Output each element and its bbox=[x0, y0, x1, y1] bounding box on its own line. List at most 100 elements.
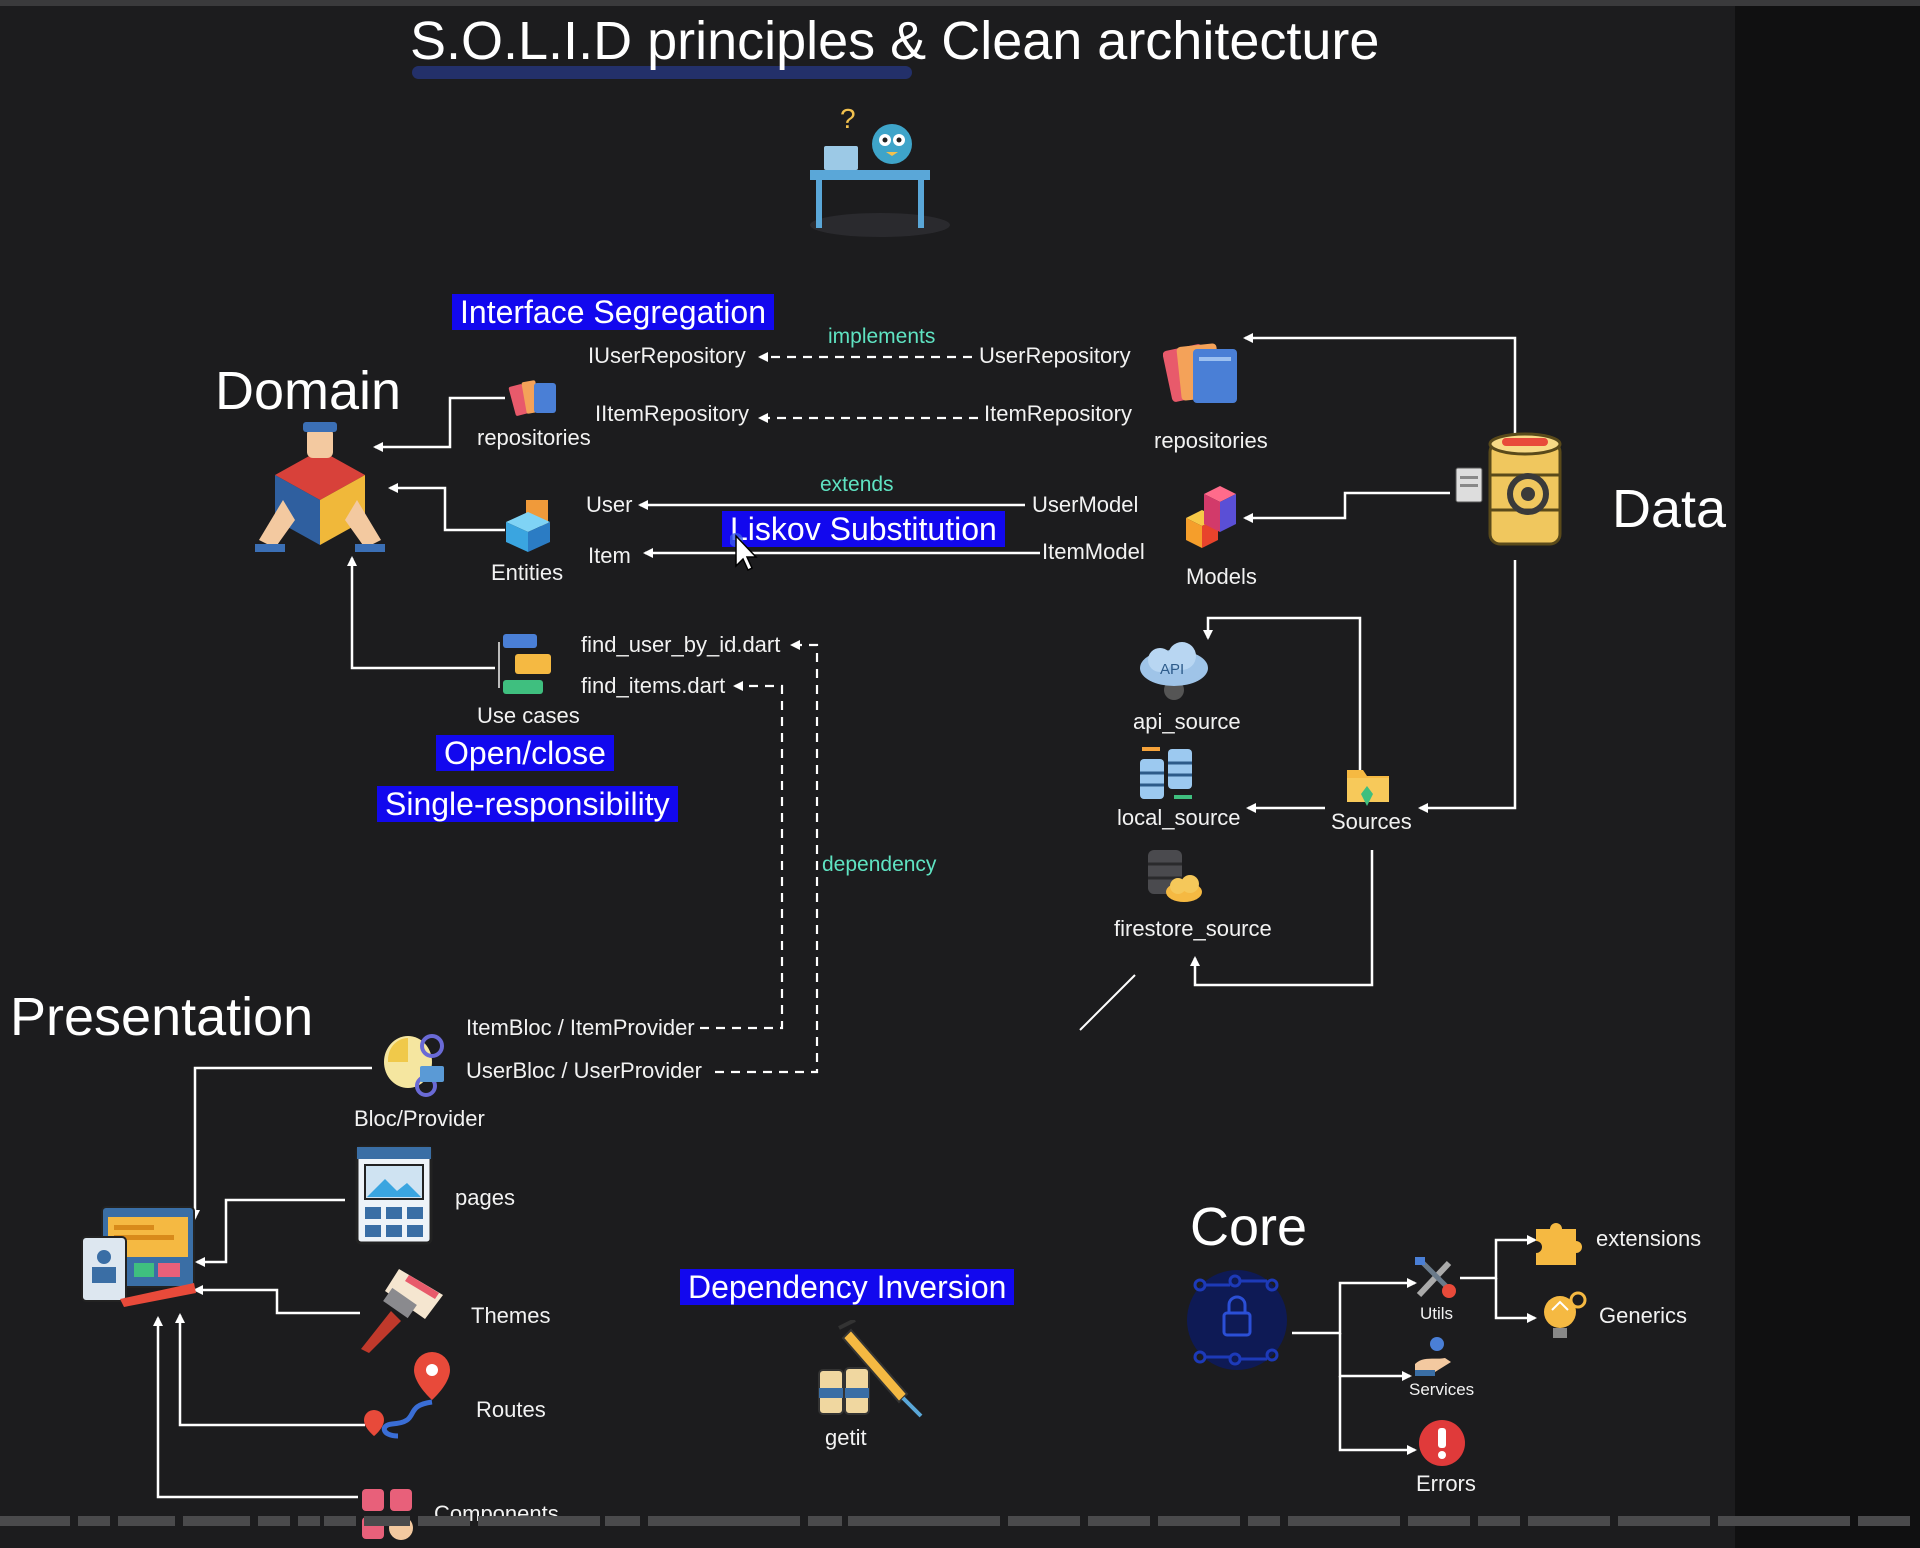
progress-segment[interactable] bbox=[648, 1516, 800, 1526]
progress-segment[interactable] bbox=[183, 1516, 250, 1526]
routes-pin-icon bbox=[364, 1352, 450, 1439]
user-model-label: UserModel bbox=[1032, 492, 1139, 517]
stray-stroke bbox=[1079, 974, 1136, 1031]
sources-label: Sources bbox=[1331, 809, 1412, 834]
pages-icon bbox=[355, 1145, 433, 1245]
progress-segment[interactable] bbox=[298, 1516, 320, 1526]
mouse-cursor-icon bbox=[730, 533, 758, 572]
developer-desk-icon: ? bbox=[810, 103, 950, 237]
progress-segment[interactable] bbox=[1288, 1516, 1400, 1526]
iuser-repository-label: IUserRepository bbox=[588, 343, 746, 368]
relation-extends: extends bbox=[820, 473, 894, 496]
progress-segment[interactable] bbox=[808, 1516, 842, 1526]
core-to-utils-line bbox=[1292, 1278, 1417, 1335]
title-underline bbox=[412, 66, 912, 79]
domain-repositories-label: repositories bbox=[477, 425, 591, 450]
usecases-to-domain-line bbox=[347, 556, 495, 670]
user-repository-label: UserRepository bbox=[979, 343, 1131, 368]
progress-segment[interactable] bbox=[1528, 1516, 1610, 1526]
sources-folder-icon bbox=[1347, 770, 1389, 806]
data-repositories-label: repositories bbox=[1154, 428, 1268, 453]
utils-tools-icon bbox=[1415, 1257, 1456, 1298]
progress-segment[interactable] bbox=[1408, 1516, 1470, 1526]
entities-to-domain-line bbox=[388, 483, 505, 532]
progress-segment[interactable] bbox=[605, 1516, 640, 1526]
api-cloud-icon: API bbox=[1140, 642, 1208, 700]
themes-brush-icon bbox=[361, 1269, 443, 1353]
principle-single-responsibility: Single-responsibility bbox=[377, 786, 678, 822]
api-source-label: api_source bbox=[1133, 709, 1241, 734]
progress-segment[interactable] bbox=[418, 1516, 470, 1526]
find-items-usecase-label: find_items.dart bbox=[581, 673, 726, 698]
top-border bbox=[0, 0, 1920, 6]
data-to-sources-line bbox=[1418, 560, 1517, 813]
playback-progress-bar[interactable] bbox=[0, 1516, 1920, 1528]
section-core: Core bbox=[1190, 1197, 1308, 1257]
pages-label: pages bbox=[455, 1185, 515, 1210]
progress-segment[interactable] bbox=[0, 1516, 70, 1526]
extensions-label: extensions bbox=[1596, 1226, 1702, 1251]
pages-to-screen-line bbox=[195, 1198, 345, 1267]
utils-to-generics-line bbox=[1494, 1278, 1537, 1323]
themes-to-screen-line bbox=[193, 1285, 360, 1315]
utils-to-extensions-line bbox=[1460, 1235, 1537, 1280]
progress-segment[interactable] bbox=[118, 1516, 175, 1526]
progress-segment[interactable] bbox=[1718, 1516, 1850, 1526]
domain-hands-cube-icon bbox=[255, 422, 385, 552]
relation-dependency: dependency bbox=[822, 853, 937, 876]
dep-user-line bbox=[715, 640, 819, 1074]
local-source-icon bbox=[1140, 747, 1192, 799]
section-data: Data bbox=[1612, 479, 1727, 539]
data-models-label: Models bbox=[1186, 564, 1257, 589]
firestore-source-icon bbox=[1148, 850, 1202, 902]
local-source-label: local_source bbox=[1117, 805, 1241, 830]
principle-dependency-inversion: Dependency Inversion bbox=[680, 1269, 1015, 1305]
progress-segment[interactable] bbox=[324, 1516, 356, 1526]
bloc-provider-icon bbox=[384, 1034, 444, 1097]
progress-segment[interactable] bbox=[1478, 1516, 1520, 1526]
relation-implements: implements bbox=[828, 325, 936, 348]
progress-segment[interactable] bbox=[848, 1516, 1000, 1526]
circuit-lock-icon bbox=[1187, 1270, 1287, 1370]
principle-open-close: Open/close bbox=[436, 735, 614, 771]
item-bloc-label: ItemBloc / ItemProvider bbox=[466, 1015, 695, 1040]
item-entity-label: Item bbox=[588, 543, 631, 568]
item-model-label: ItemModel bbox=[1042, 539, 1145, 564]
progress-segment[interactable] bbox=[1618, 1516, 1710, 1526]
data-to-models-line bbox=[1243, 491, 1450, 523]
progress-segment[interactable] bbox=[78, 1516, 110, 1526]
data-repositories-icon bbox=[1163, 343, 1237, 403]
components-icon bbox=[362, 1489, 413, 1540]
errors-alert-icon bbox=[1419, 1420, 1465, 1466]
progress-segment[interactable] bbox=[1088, 1516, 1150, 1526]
side-strip bbox=[1735, 0, 1920, 1548]
services-label: Services bbox=[1409, 1380, 1475, 1399]
item-repository-label: ItemRepository bbox=[984, 401, 1132, 426]
api-badge-text: API bbox=[1160, 661, 1184, 678]
progress-segment[interactable] bbox=[1158, 1516, 1240, 1526]
progress-segment[interactable] bbox=[258, 1516, 290, 1526]
bloc-to-screen-line bbox=[190, 1066, 372, 1220]
core-to-errors-line bbox=[1338, 1376, 1417, 1455]
sources-to-api-line bbox=[1203, 616, 1362, 770]
section-domain: Domain bbox=[215, 361, 402, 421]
errors-label: Errors bbox=[1416, 1471, 1476, 1496]
firestore-source-label: firestore_source bbox=[1114, 916, 1272, 941]
getit-label: getit bbox=[825, 1425, 867, 1450]
core-to-services-line bbox=[1338, 1333, 1412, 1381]
repos-to-domain-line bbox=[373, 396, 505, 452]
progress-segment[interactable] bbox=[364, 1516, 410, 1526]
progress-segment[interactable] bbox=[1248, 1516, 1280, 1526]
utils-label: Utils bbox=[1420, 1304, 1454, 1323]
progress-segment[interactable] bbox=[1008, 1516, 1080, 1526]
user-bloc-label: UserBloc / UserProvider bbox=[466, 1058, 702, 1083]
principle-liskov: Liskov Substitution bbox=[722, 511, 1005, 547]
data-to-repos-line bbox=[1243, 333, 1517, 435]
getit-syringe-icon bbox=[818, 1320, 923, 1418]
database-gear-icon bbox=[1455, 432, 1562, 546]
use-cases-icon bbox=[498, 634, 551, 694]
progress-segment[interactable] bbox=[478, 1516, 600, 1526]
progress-segment[interactable] bbox=[1858, 1516, 1910, 1526]
bloc-provider-label: Bloc/Provider bbox=[354, 1106, 485, 1131]
